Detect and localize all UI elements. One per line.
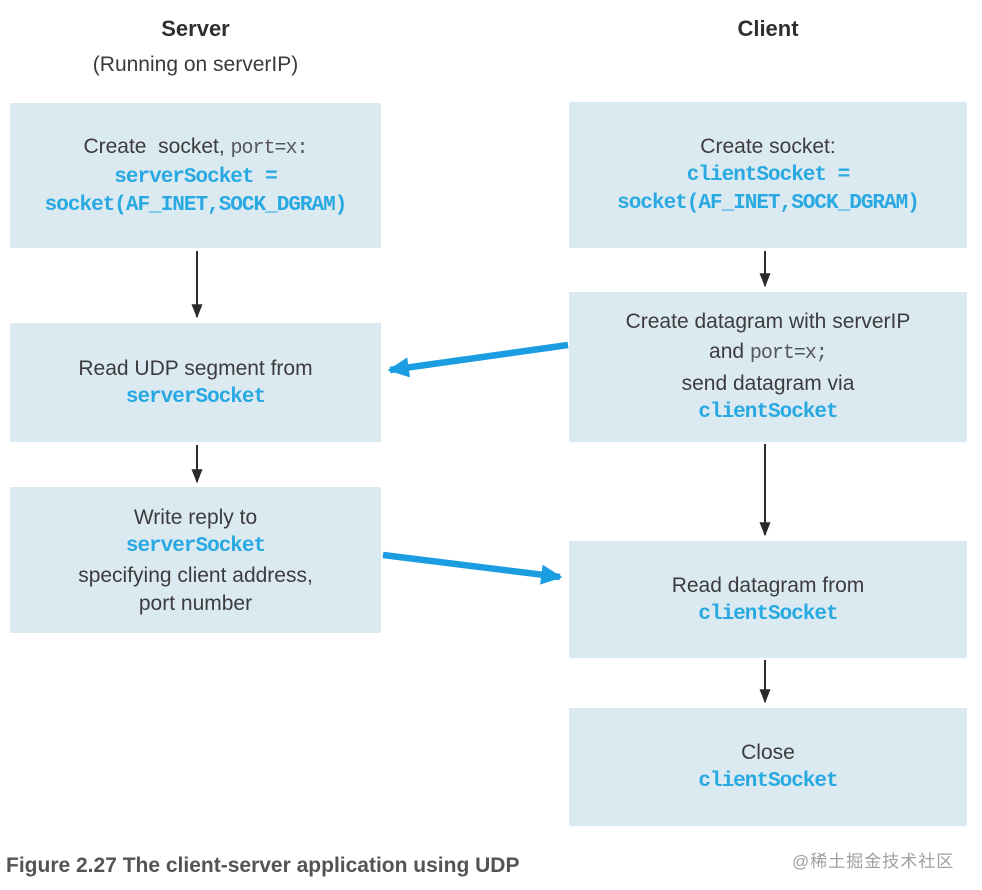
server-box-create-socket: Create socket, port=x: serverSocket = so… <box>10 103 381 248</box>
server-column-subtitle: (Running on serverIP) <box>92 53 299 76</box>
arrow-server-reply-to-client <box>382 551 563 585</box>
server-port-number-label: port number <box>138 592 253 615</box>
server-specify-address-label: specifying client address, <box>78 564 313 587</box>
arrow-client-request-to-server <box>387 341 569 378</box>
server-write-reply-label: Write reply to <box>133 506 258 529</box>
client-box-read-datagram: Read datagram from clientSocket <box>569 541 967 658</box>
server-socket-call-code: socket(AF_INET,SOCK_DGRAM) <box>44 193 348 217</box>
server-box-write-reply: Write reply to serverSocket specifying c… <box>10 487 381 633</box>
server-socket-assignment-code: serverSocket = <box>114 165 277 189</box>
client-close-code: clientSocket <box>698 770 838 793</box>
server-read-segment-code: serverSocket <box>125 385 266 409</box>
server-write-reply-code: serverSocket <box>125 535 266 558</box>
client-close-label: Close <box>741 741 795 764</box>
server-column-title: Server <box>161 16 230 41</box>
client-box-create-datagram: Create datagram with serverIP and port=x… <box>569 292 967 442</box>
client-read-datagram-label: Read datagram from <box>671 573 865 597</box>
client-create-socket-label: Create socket: <box>700 135 836 158</box>
client-read-datagram-code: clientSocket <box>698 602 838 626</box>
server-box-read-segment: Read UDP segment from serverSocket <box>10 323 381 442</box>
client-send-datagram-label: send datagram via <box>681 372 855 395</box>
client-send-datagram-code: clientSocket <box>698 401 838 424</box>
client-box-create-socket: Create socket: clientSocket = socket(AF_… <box>569 102 967 248</box>
client-create-datagram-label: Create datagram with serverIP <box>625 310 911 333</box>
client-socket-call-code: socket(AF_INET,SOCK_DGRAM) <box>617 192 920 215</box>
figure-caption: Figure 2.27 The client-server applicatio… <box>6 854 520 877</box>
watermark-text: @稀土掘金技术社区 <box>792 852 955 871</box>
client-socket-assignment-code: clientSocket = <box>686 164 850 187</box>
client-column-title: Client <box>737 16 799 41</box>
client-box-close: Close clientSocket <box>569 708 967 826</box>
server-read-segment-label: Read UDP segment from <box>78 356 313 380</box>
server-create-socket-label: Create socket, port=x: <box>83 134 308 160</box>
client-port-label: and port=x; <box>709 340 828 365</box>
